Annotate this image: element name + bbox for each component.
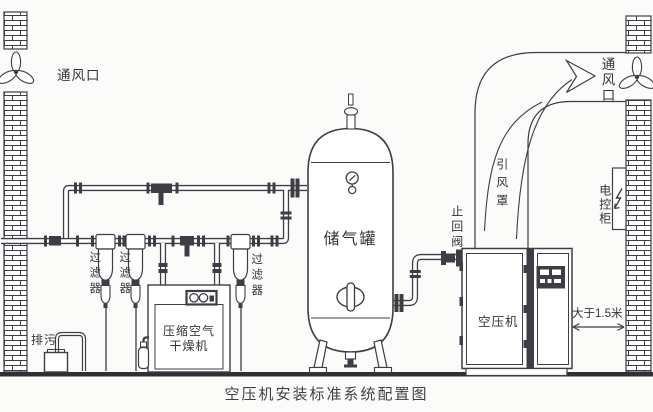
line-valve xyxy=(180,236,194,257)
drain-tank xyxy=(43,348,69,373)
vent-right-label: 通风口 xyxy=(599,57,615,104)
right-wall xyxy=(625,15,652,373)
draft-hood xyxy=(474,51,626,248)
dryer-gauge-icon xyxy=(198,292,209,303)
filter-drain-lines xyxy=(105,308,242,371)
filter-2 xyxy=(125,233,146,308)
clearance-label: 大于1.5米 xyxy=(572,308,623,320)
tank-legs xyxy=(308,339,393,374)
tank-safety-valve xyxy=(343,93,359,130)
filter-label-2: 过滤器 xyxy=(118,251,131,298)
air-dryer xyxy=(147,284,231,373)
control-cabinet-label: 电控柜 xyxy=(597,184,612,226)
compressor-control-panel xyxy=(536,266,565,289)
lightning-icon xyxy=(613,188,623,210)
drain-label: 排污 xyxy=(31,333,58,347)
tank-bottom-valve xyxy=(344,351,357,368)
check-valve-fitting xyxy=(441,249,462,267)
vent-left-label: 通风口 xyxy=(57,68,101,83)
filter-label-3: 过滤器 xyxy=(250,253,263,300)
vent-fan-left-icon xyxy=(0,51,35,84)
air-compressor xyxy=(459,247,573,377)
check-valve-label: 止回阀 xyxy=(449,205,464,250)
compressor-hinges xyxy=(459,262,527,348)
pipe-network xyxy=(1,184,462,371)
left-wall xyxy=(3,11,28,373)
clearance-arrow xyxy=(572,323,625,331)
pipe-fittings xyxy=(44,178,421,312)
tank-label: 储气罐 xyxy=(323,231,378,248)
control-cabinet xyxy=(611,167,627,231)
dryer-gauge-icon xyxy=(189,292,199,303)
bypass-valve xyxy=(151,183,172,205)
tank-manhole-icon xyxy=(336,282,365,312)
air-tank xyxy=(307,93,394,374)
floor-line xyxy=(0,372,653,377)
dryer-auto-drain xyxy=(137,336,150,370)
dryer-label-line1: 压缩空气 xyxy=(162,324,215,338)
filter-label-1: 过滤器 xyxy=(88,251,101,298)
filter-1 xyxy=(95,233,116,308)
draft-hood-label: 引风罩 xyxy=(494,158,509,212)
airflow-arrow-icon xyxy=(564,58,597,94)
diagram-caption: 空压机安装标准系统配置图 xyxy=(224,386,429,403)
compressor-label: 空压机 xyxy=(478,315,519,329)
tank-pressure-gauge-icon xyxy=(345,171,359,195)
filter-3 xyxy=(230,233,251,308)
dryer-label-line2: 干燥机 xyxy=(169,339,209,353)
vent-fan-right-icon xyxy=(618,56,653,89)
